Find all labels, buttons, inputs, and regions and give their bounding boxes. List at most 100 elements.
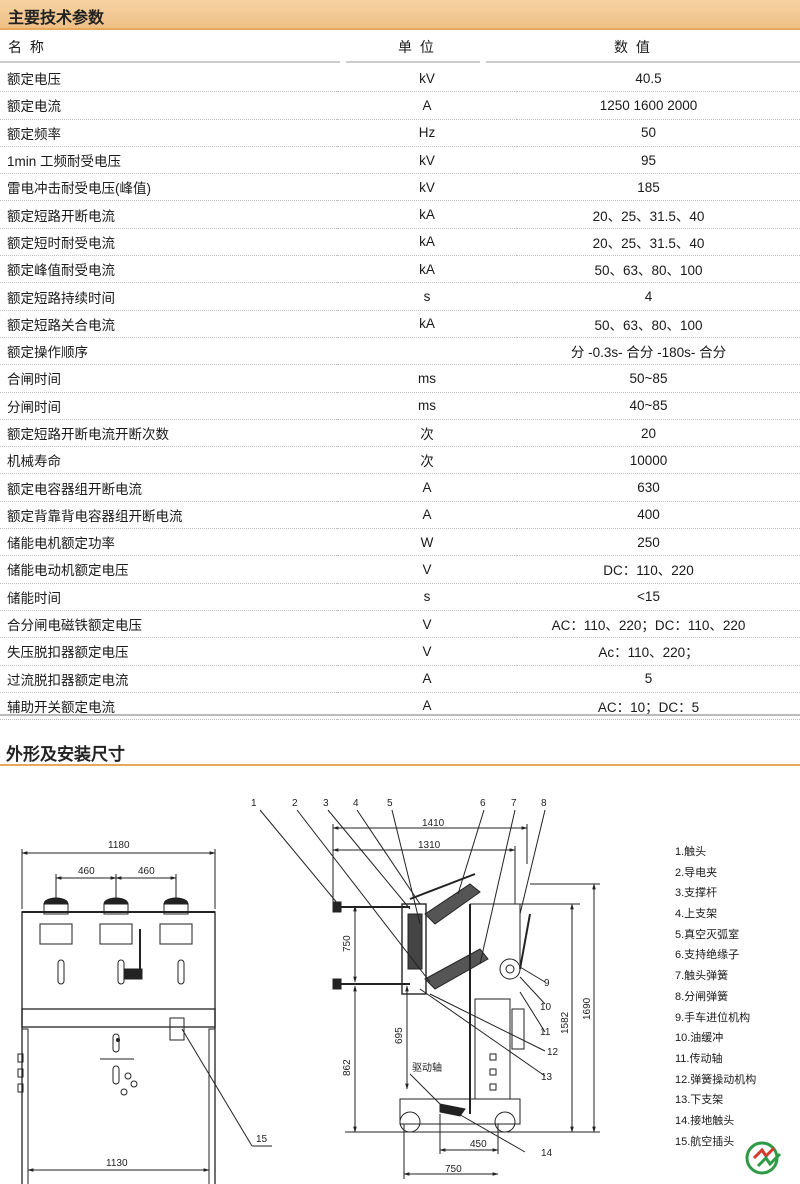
param-unit: A <box>337 473 517 502</box>
param-name: 额定短路开断电流 <box>0 200 337 229</box>
dimension-drawings: 1180 460 460 1130 15 <box>17 798 600 1184</box>
param-name: 储能时间 <box>0 583 337 611</box>
param-unit: ms <box>337 392 517 420</box>
param-unit: kA <box>337 255 517 284</box>
dim-label: 1310 <box>418 840 441 851</box>
callout-label: 2 <box>292 798 298 809</box>
param-value: 95 <box>517 146 800 175</box>
param-name: 额定频率 <box>0 119 337 147</box>
param-name: 合闸时间 <box>0 364 337 393</box>
param-unit: A <box>337 91 517 120</box>
legend-item: 7.触头弹簧 <box>675 970 729 983</box>
param-name: 额定背靠背电容器组开断电流 <box>0 501 337 530</box>
callout-label: 7 <box>511 798 517 809</box>
table-row: 额定操作顺序 分 -0.3s- 合分 -180s- 合分 <box>0 337 800 366</box>
header-unit: 单 位 <box>398 39 436 55</box>
param-value: 4 <box>517 282 800 311</box>
section-header-specs: 主要技术参数 <box>0 0 800 30</box>
dim-label: 750 <box>342 935 353 952</box>
dim-label: 460 <box>138 866 155 877</box>
param-name: 雷电冲击耐受电压(峰值) <box>0 173 337 202</box>
param-value: <15 <box>517 583 800 611</box>
param-unit: Hz <box>337 119 517 147</box>
param-value: AC：110、220；DC：110、220 <box>517 610 800 639</box>
callout-label: 14 <box>541 1148 553 1159</box>
section-header-dimensions: 外形及安装尺寸 <box>0 738 800 766</box>
param-value: 50 <box>517 119 800 147</box>
dim-label: 450 <box>470 1139 487 1150</box>
param-value: DC：110、220 <box>517 555 800 584</box>
param-name: 储能电动机额定电压 <box>0 555 337 584</box>
param-value: 20 <box>517 419 800 448</box>
param-name: 过流脱扣器额定电流 <box>0 665 337 693</box>
param-unit: s <box>337 282 517 311</box>
param-unit: kV <box>337 146 517 175</box>
param-name: 额定峰值耐受电流 <box>0 255 337 284</box>
callout-label: 5 <box>387 798 393 809</box>
param-value: 20、25、31.5、40 <box>517 200 800 229</box>
param-unit: kA <box>337 228 517 257</box>
dim-label: 1410 <box>422 818 445 829</box>
param-value: 40~85 <box>517 392 800 420</box>
param-unit: kA <box>337 310 517 338</box>
legend-item: 6.支持绝缘子 <box>675 949 740 962</box>
param-name: 额定电压 <box>0 65 337 93</box>
param-value: 10000 <box>517 446 800 475</box>
param-name: 储能电机额定功率 <box>0 528 337 557</box>
param-value: 400 <box>517 501 800 530</box>
dim-label: 1582 <box>560 1011 571 1034</box>
param-name: 额定操作顺序 <box>0 337 337 366</box>
param-unit: kV <box>337 173 517 202</box>
callout-label: 3 <box>323 798 329 809</box>
header-rule <box>346 61 480 63</box>
drive-shaft-label: 驱动轴 <box>412 1061 442 1074</box>
param-value: 分 -0.3s- 合分 -180s- 合分 <box>517 337 800 366</box>
header-rule <box>486 61 800 63</box>
legend-item: 4.上支架 <box>675 908 718 921</box>
legend-item: 11.传动轴 <box>675 1052 723 1065</box>
param-name: 失压脱扣器额定电压 <box>0 637 337 666</box>
param-unit: A <box>337 501 517 530</box>
param-unit: 次 <box>337 419 517 448</box>
legend-item: 3.支撑杆 <box>675 887 718 900</box>
header-value: 数 值 <box>614 39 652 55</box>
callout-label: 12 <box>547 1047 559 1058</box>
param-value: 20、25、31.5、40 <box>517 228 800 257</box>
section-title: 外形及安装尺寸 <box>6 745 125 764</box>
param-name: 额定短路开断电流开断次数 <box>0 419 337 448</box>
param-name: 1min 工频耐受电压 <box>0 146 337 175</box>
header-rule <box>0 61 340 63</box>
legend-item: 2.导电夹 <box>675 866 718 879</box>
legend-item: 5.真空灭弧室 <box>675 928 740 941</box>
callout-label: 4 <box>353 798 359 809</box>
callout-label: 8 <box>541 798 547 809</box>
param-name: 额定短时耐受电流 <box>0 228 337 257</box>
dim-label: 460 <box>78 866 95 877</box>
param-value: Ac：110、220； <box>517 637 800 666</box>
callout-label: 6 <box>480 798 486 809</box>
param-value: 50~85 <box>517 364 800 393</box>
company-logo <box>745 1141 782 1175</box>
legend-item: 1.触头 <box>675 846 707 858</box>
param-unit: 次 <box>337 446 517 475</box>
dim-label: 750 <box>445 1164 462 1175</box>
param-value: 1250 1600 2000 <box>517 91 800 120</box>
param-value: 185 <box>517 173 800 202</box>
param-unit: kV <box>337 65 517 93</box>
